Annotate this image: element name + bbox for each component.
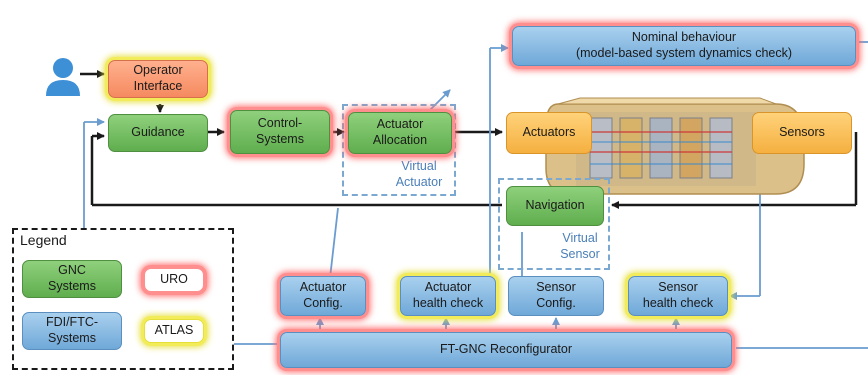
legend-gnc-systems-label-1: GNC — [58, 263, 86, 278]
navigation-label: Navigation — [525, 198, 585, 213]
nominal-behaviour-box: Nominal behaviour (model-based system dy… — [512, 26, 856, 66]
sensors-label: Sensors — [779, 125, 825, 140]
control-systems-label-1: Control- — [257, 116, 303, 131]
operator-user-icon — [46, 58, 80, 96]
legend-gnc-systems-label-2: Systems — [48, 279, 96, 293]
actuator-health-check-label-2: health check — [412, 296, 484, 310]
legend-uro-label: URO — [160, 272, 188, 287]
actuator-health-check-box: Actuator health check — [400, 276, 496, 316]
sensor-health-check-box: Sensor health check — [628, 276, 728, 316]
actuator-allocation-label-1: Actuator — [376, 117, 424, 132]
sensor-config-box: Sensor Config. — [508, 276, 604, 316]
sensor-config-label-1: Sensor — [536, 280, 576, 295]
virtual-actuator-label-2: Actuator — [395, 175, 443, 190]
virtual-sensor-label-2: Sensor — [560, 247, 600, 262]
sensor-config-label-2: Config. — [536, 296, 576, 310]
virtual-actuator-label-1: Virtual — [401, 159, 437, 173]
nominal-behaviour-label-1: Nominal behaviour — [631, 30, 737, 45]
legend-gnc-systems-swatch: GNC Systems — [22, 260, 122, 298]
virtual-actuator-label: Virtual Actuator — [384, 158, 454, 191]
legend-atlas-swatch: ATLAS — [144, 319, 204, 343]
actuator-allocation-label-2: Allocation — [372, 133, 428, 147]
legend-fdi-ftc-systems-label-1: FDI/FTC- — [45, 315, 99, 330]
sensors-box: Sensors — [752, 112, 852, 154]
operator-interface-label-1: Operator — [133, 63, 183, 78]
legend-atlas-label: ATLAS — [154, 323, 194, 338]
legend-fdi-ftc-systems-label-2: Systems — [48, 331, 96, 345]
nominal-behaviour-label-2: (model-based system dynamics check) — [575, 46, 793, 60]
actuator-config-label-1: Actuator — [299, 280, 347, 295]
sensor-health-check-label-1: Sensor — [658, 280, 698, 295]
legend-fdi-ftc-systems-swatch: FDI/FTC- Systems — [22, 312, 122, 350]
actuator-config-box: Actuator Config. — [280, 276, 366, 316]
ft-gnc-reconfigurator-box: FT-GNC Reconfigurator — [280, 332, 732, 368]
virtual-sensor-label-1: Virtual — [562, 231, 598, 245]
actuator-allocation-box: Actuator Allocation — [348, 112, 452, 154]
guidance-label: Guidance — [131, 125, 185, 140]
legend-title: Legend — [20, 232, 67, 248]
arrow-virtual-actuator — [429, 89, 451, 111]
actuators-box: Actuators — [506, 112, 592, 154]
legend-uro-swatch: URO — [144, 268, 204, 292]
operator-interface-box: Operator Interface — [108, 60, 208, 98]
virtual-actuator-region — [342, 104, 456, 196]
control-loop-arrows — [80, 70, 858, 209]
virtual-sensor-region — [498, 178, 610, 270]
actuators-label: Actuators — [522, 125, 576, 140]
actuator-config-label-2: Config. — [303, 296, 343, 310]
sensor-health-check-label-2: health check — [642, 296, 714, 310]
actuator-health-check-label-1: Actuator — [424, 280, 472, 295]
spacecraft-illustration — [545, 97, 805, 195]
operator-interface-label-2: Interface — [133, 79, 183, 93]
arrow-actuator-config-to-allocation — [329, 207, 339, 279]
legend: Legend GNC Systems URO FDI/FTC- Systems … — [12, 228, 234, 370]
ft-gnc-reconfigurator-label: FT-GNC Reconfigurator — [440, 342, 572, 357]
guidance-box: Guidance — [108, 114, 208, 152]
navigation-box: Navigation — [506, 186, 604, 226]
control-systems-box: Control- Systems — [230, 110, 330, 154]
virtual-sensor-label: Virtual Sensor — [552, 230, 608, 263]
control-systems-label-2: Systems — [256, 132, 304, 146]
